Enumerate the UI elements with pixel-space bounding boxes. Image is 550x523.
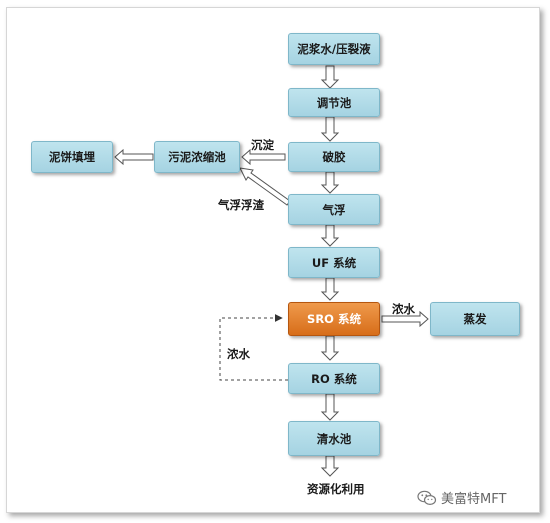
node-regulating-pool: 调节池 [288, 88, 380, 117]
recycle-dashed-line [219, 314, 288, 381]
wechat-icon [417, 490, 437, 505]
node-clean-pool: 清水池 [288, 421, 380, 456]
node-sro-system: SRO 系统 [288, 302, 380, 336]
arrow-flotation-to-uf [320, 224, 340, 247]
label-resource-reuse: 资源化利用 [307, 482, 365, 496]
label-concentrate-right: 浓水 [392, 302, 415, 316]
arrow-clean-to-reuse [320, 455, 340, 477]
node-uf-system: UF 系统 [288, 247, 380, 278]
arrow-breaking-to-flotation [320, 171, 340, 194]
node-gel-breaking: 破胶 [288, 142, 380, 172]
arrow-ro-to-clean [320, 393, 340, 421]
arrow-mud-to-regulating [320, 65, 340, 89]
arrow-regulating-to-breaking [320, 116, 340, 142]
label-sedimentation: 沉淀 [251, 138, 274, 152]
arrow-uf-to-sro [320, 277, 340, 301]
figure-frame [6, 7, 540, 513]
label-flotation-scum: 气浮浮渣 [218, 198, 264, 212]
node-air-flotation: 气浮 [288, 194, 380, 225]
arrow-flotation-to-thickener [239, 167, 291, 206]
watermark-text: 美富特MFT [441, 492, 507, 507]
watermark: 美富特MFT [417, 488, 506, 507]
node-evaporation: 蒸发 [430, 302, 520, 336]
arrow-sro-to-ro [320, 335, 340, 361]
label-concentrate-left: 浓水 [227, 347, 250, 361]
node-mud-water: 泥浆水/压裂液 [288, 33, 380, 65]
arrow-thickener-to-landfill [114, 148, 154, 166]
node-sludge-thickener: 污泥浓缩池 [154, 141, 240, 173]
arrow-sro-to-evaporation [381, 310, 429, 328]
node-ro-system: RO 系统 [288, 363, 380, 394]
arrow-breaking-to-thickener [241, 148, 286, 166]
node-cake-landfill: 泥饼填埋 [31, 141, 113, 173]
